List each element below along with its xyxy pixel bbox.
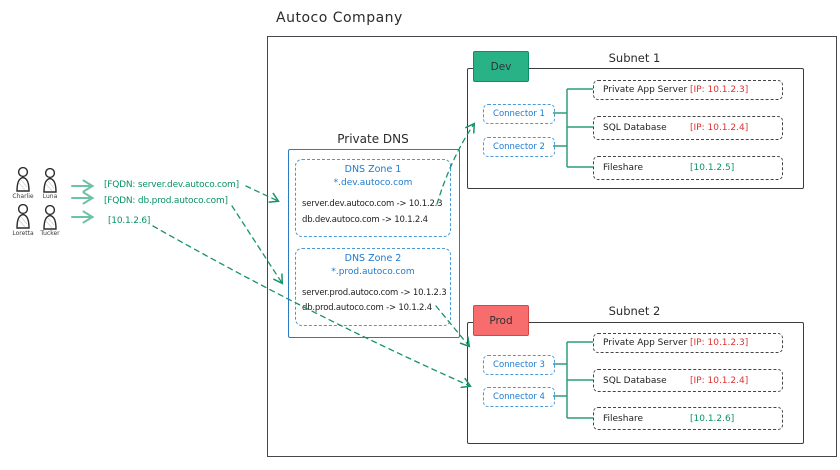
- connector-2: Connector 2: [483, 137, 555, 157]
- connector-4: Connector 4: [483, 387, 555, 407]
- dns-record: db.dev.autoco.com -> 10.1.2.4: [302, 215, 428, 225]
- dns-zone-2: DNS Zone 2 *.prod.autoco.com server.prod…: [295, 248, 451, 326]
- resource-ip: [IP: 10.1.2.4]: [690, 375, 749, 386]
- zone-name: DNS Zone 1: [344, 164, 402, 175]
- zone-name: DNS Zone 2: [344, 253, 402, 264]
- resource-ip: [IP: 10.1.2.4]: [690, 123, 749, 133]
- user-request-arrows: [71, 179, 95, 224]
- resource-name: Private App Server: [603, 338, 688, 348]
- dns-record: server.prod.autoco.com -> 10.1.2.3: [302, 288, 447, 298]
- resource-fileshare: Fileshare [10.1.2.5]: [593, 156, 783, 180]
- subnet-2-title: Subnet 2: [608, 304, 661, 318]
- resource-sql-database: SQL Database [IP: 10.1.2.4]: [593, 369, 783, 392]
- user-name: Luna: [42, 193, 58, 200]
- resource-name: SQL Database: [603, 375, 667, 386]
- connector-3: Connector 3: [483, 355, 555, 375]
- user-name: Tucker: [40, 230, 60, 237]
- dns-record: db.prod.autoco.com -> 10.1.2.4: [302, 303, 432, 313]
- subnet-1-title: Subnet 1: [608, 51, 661, 65]
- resource-ip: [IP: 10.1.2.3]: [690, 338, 749, 348]
- resource-name: Fileshare: [603, 163, 644, 173]
- zone-wildcard: *.dev.autoco.com: [333, 178, 413, 188]
- company-title: Autoco Company: [276, 10, 403, 26]
- resource-name: Fileshare: [603, 413, 644, 424]
- zone-wildcard: *.prod.autoco.com: [331, 267, 415, 277]
- resource-name: SQL Database: [603, 123, 667, 133]
- prod-badge: Prod: [473, 305, 529, 336]
- resource-name: Private App Server: [603, 85, 688, 95]
- resource-ip: [10.1.2.6]: [690, 413, 735, 424]
- user-name: Charlie: [12, 193, 34, 200]
- resource-sql-database: SQL Database [IP: 10.1.2.4]: [593, 116, 783, 140]
- dev-badge: Dev: [473, 51, 529, 82]
- resource-ip: [IP: 10.1.2.3]: [690, 85, 749, 95]
- resource-ip: [10.1.2.5]: [690, 163, 735, 173]
- request-label-fqdn-dev: [FQDN: server.dev.autoco.com]: [104, 180, 239, 190]
- resource-app-server: Private App Server [IP: 10.1.2.3]: [593, 80, 783, 100]
- request-label-ip: [10.1.2.6]: [108, 216, 151, 226]
- request-label-fqdn-prod: [FQDN: db.prod.autoco.com]: [104, 196, 228, 206]
- private-dns-box: DNS Zone 1 *.dev.autoco.com server.dev.a…: [288, 149, 460, 338]
- user-icon-luna: [39, 167, 61, 198]
- dns-record: server.dev.autoco.com -> 10.1.2.3: [302, 199, 443, 209]
- user-icon-tucker: [39, 204, 61, 235]
- private-dns-title: Private DNS: [337, 132, 409, 146]
- user-name: Loretta: [12, 230, 34, 237]
- user-icon-loretta: [12, 203, 34, 234]
- connector-1: Connector 1: [483, 104, 555, 124]
- resource-app-server: Private App Server [IP: 10.1.2.3]: [593, 333, 783, 353]
- resource-fileshare: Fileshare [10.1.2.6]: [593, 407, 783, 430]
- user-icon-charlie: [12, 166, 34, 197]
- dns-zone-1: DNS Zone 1 *.dev.autoco.com server.dev.a…: [295, 159, 451, 237]
